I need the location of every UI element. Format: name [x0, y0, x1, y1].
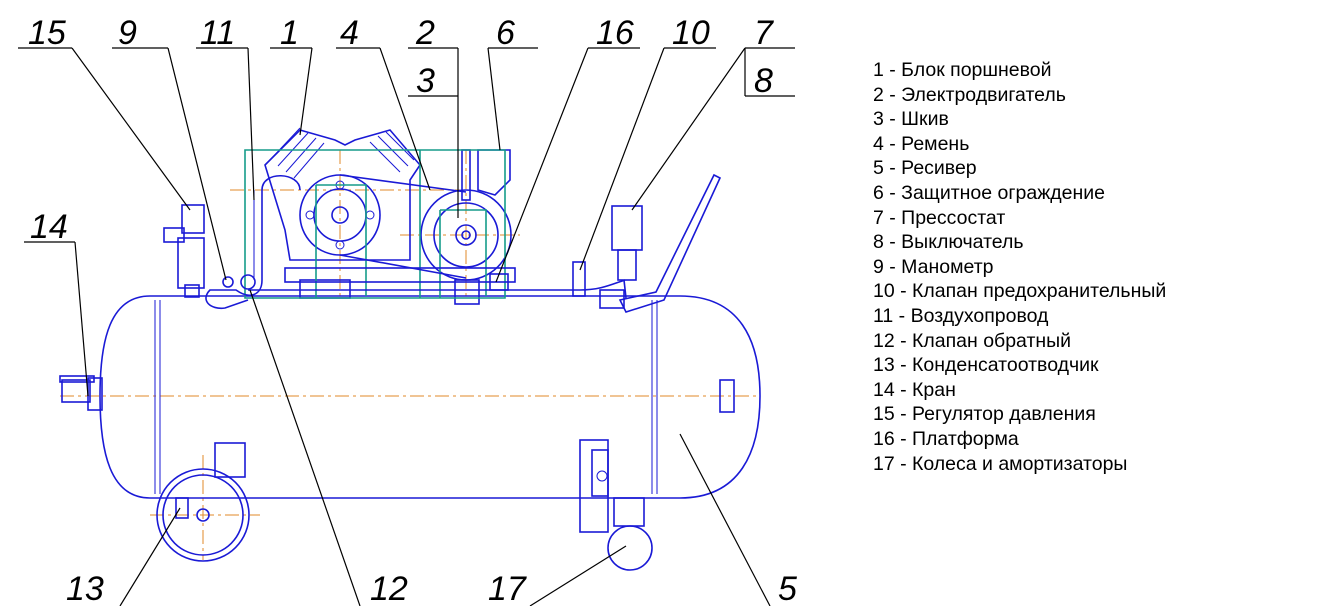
- callout-11: 11: [200, 14, 235, 52]
- legend-item: 2 - Электродвигатель: [873, 83, 1066, 106]
- legend-item: 17 - Колеса и амортизаторы: [873, 452, 1128, 475]
- callout-numbers: 15 9 11 1 4 2 3 6 16 10 7 8 14 13 12 17 …: [28, 14, 797, 606]
- legend-item: 8 - Выключатель: [873, 231, 1024, 254]
- callout-7: 7: [754, 14, 774, 52]
- pressure-regulator: [163, 204, 205, 298]
- receiver-tank: [59, 279, 761, 499]
- callout-10: 10: [672, 14, 710, 52]
- handle: [618, 173, 722, 313]
- belt: [339, 174, 467, 279]
- pressure-switch: [611, 205, 643, 299]
- callout-16: 16: [596, 14, 634, 52]
- legend-item: 12 - Клапан обратный: [873, 329, 1072, 352]
- callout-5: 5: [778, 570, 797, 606]
- air-pipe: [205, 175, 626, 310]
- leader-lines: [18, 47, 795, 606]
- callout-12: 12: [370, 570, 408, 606]
- legend-item: 11 - Воздухопровод: [873, 304, 1049, 327]
- legend-item: 3 - Шкив: [873, 108, 949, 131]
- legend-item: 14 - Кран: [873, 378, 956, 401]
- piston-block: [264, 127, 422, 261]
- callout-4: 4: [340, 14, 359, 52]
- legend-item: 13 - Конденсатоотводчик: [873, 354, 1099, 377]
- callout-17: 17: [488, 570, 527, 606]
- legend-item: 16 - Платформа: [873, 427, 1019, 450]
- legend-item: 7 - Прессостат: [873, 206, 1006, 229]
- callout-6: 6: [496, 14, 515, 52]
- legend-item: 6 - Защитное ограждение: [873, 181, 1105, 204]
- belt-guard: [244, 149, 506, 299]
- parts-legend: 1 - Блок поршневой 2 - Электродвигатель …: [873, 58, 1319, 476]
- legend-item: 9 - Манометр: [873, 255, 994, 278]
- callout-15: 15: [28, 14, 66, 52]
- callout-9: 9: [118, 14, 137, 52]
- callout-3: 3: [416, 62, 435, 100]
- platform: [284, 267, 516, 291]
- legend-item: 1 - Блок поршневой: [873, 59, 1052, 81]
- callout-8: 8: [754, 62, 773, 100]
- callout-2: 2: [415, 14, 435, 52]
- callout-1: 1: [280, 14, 299, 52]
- wheel-left: [156, 442, 250, 562]
- callout-13: 13: [66, 570, 104, 606]
- callout-14: 14: [30, 208, 68, 246]
- legend-item: 5 - Ресивер: [873, 157, 977, 180]
- legend-item: 10 - Клапан предохранительный: [873, 280, 1167, 303]
- wheel-right: [579, 439, 653, 571]
- legend-item: 15 - Регулятор давления: [873, 403, 1096, 426]
- legend-item: 4 - Ремень: [873, 132, 970, 155]
